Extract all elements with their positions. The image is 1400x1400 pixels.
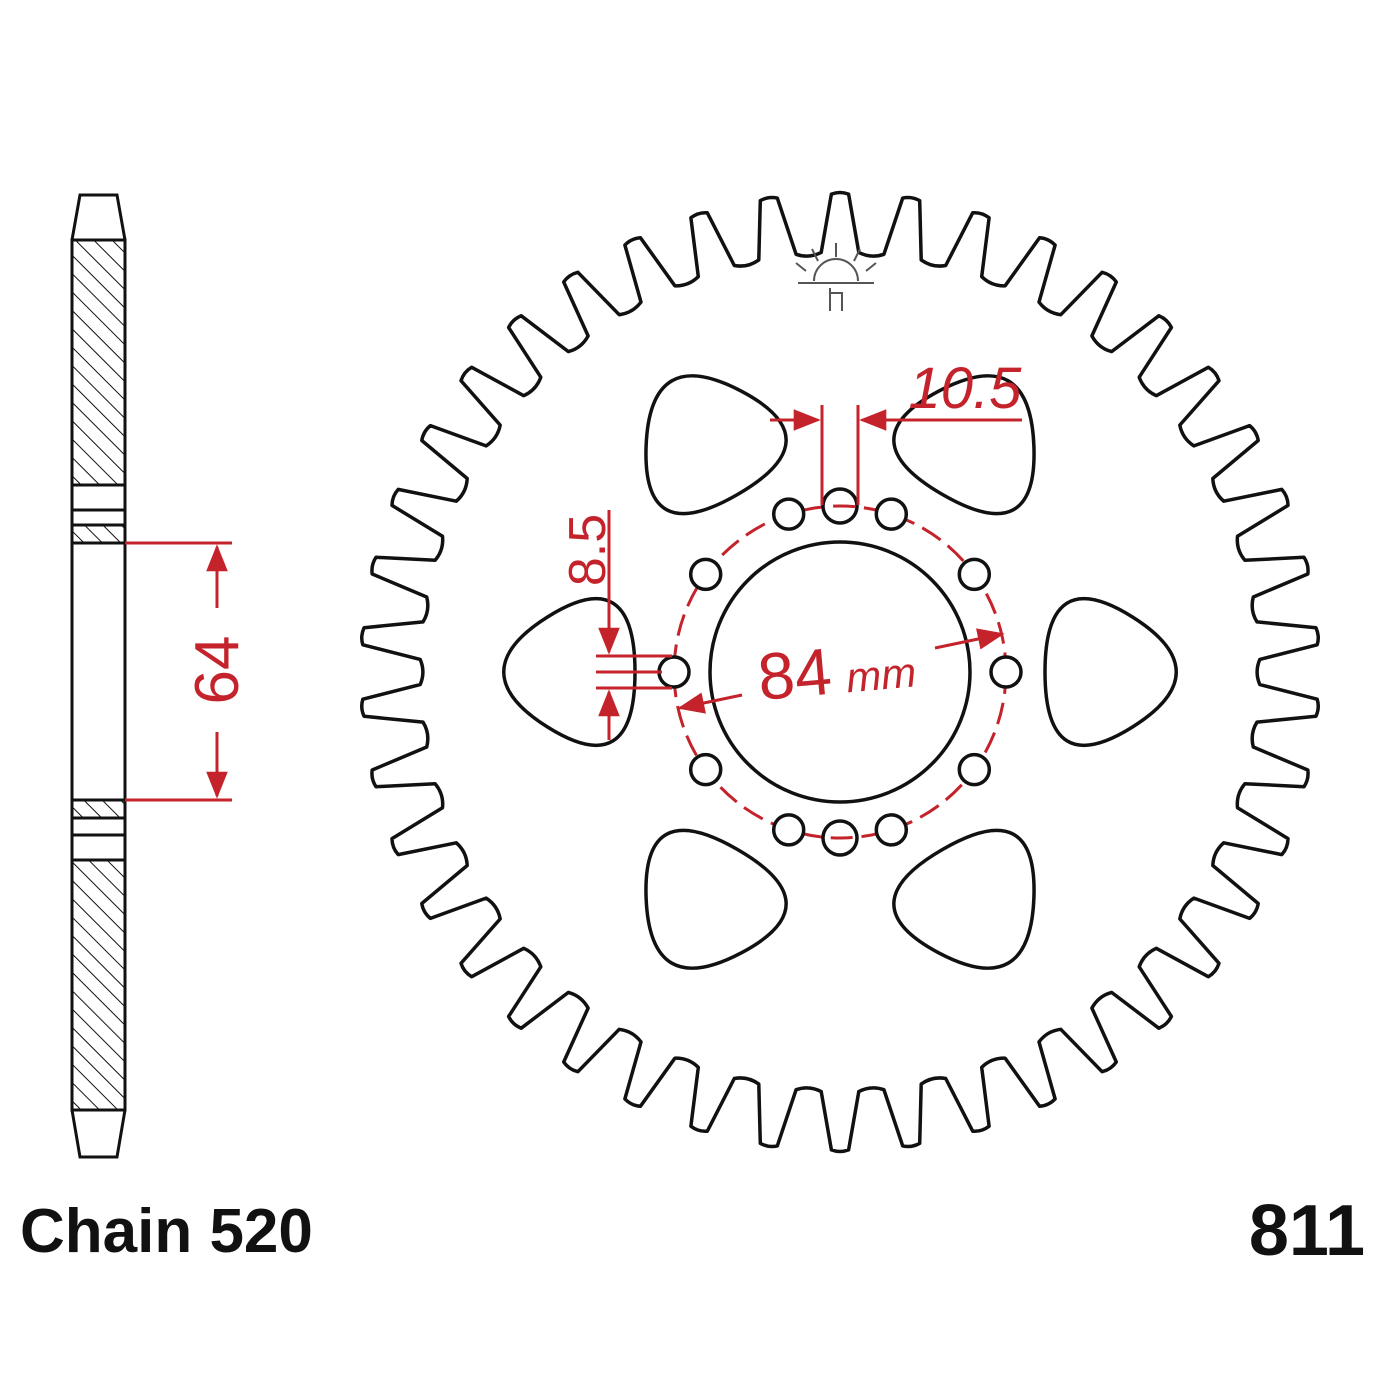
side-view — [70, 193, 127, 1159]
sprocket-outline — [360, 190, 1320, 1154]
dimension-center-hole: 10.5 — [770, 356, 1022, 505]
bolt-circle — [672, 504, 1008, 840]
hub-height-label: 64 — [183, 636, 252, 705]
chain-label: Chain 520 — [20, 1197, 313, 1266]
lightening-window — [644, 374, 788, 516]
bolt-circle-arrow-left — [677, 692, 743, 714]
bolt-hole — [874, 813, 909, 847]
part-number: 811 — [1249, 1191, 1365, 1271]
bolt-hole — [688, 752, 723, 787]
bolt-hole — [771, 813, 806, 847]
bolt-circle-arrow-right — [934, 628, 1005, 650]
bolt-holes — [657, 497, 1023, 847]
bolt-hole — [688, 557, 723, 592]
bolt-hole — [957, 752, 992, 787]
dimension-bolt-hole: 8.5 — [559, 510, 672, 740]
center-hole-bottom — [821, 819, 859, 857]
lightening-window — [502, 597, 637, 747]
lightening-window — [644, 828, 788, 970]
center-hole-label: 10.5 — [909, 356, 1023, 421]
center-hole-top — [821, 487, 859, 525]
bolt-circle-value: 84 — [755, 634, 835, 714]
bolt-hole-label: 8.5 — [559, 514, 617, 586]
lightening-window — [892, 828, 1036, 970]
lightening-window — [1043, 597, 1178, 747]
hatch-lower — [70, 858, 127, 1112]
bolt-hole — [657, 655, 691, 689]
bolt-hole — [989, 655, 1023, 689]
dimension-bolt-circle: 84 mm — [677, 626, 1005, 714]
lightening-windows — [502, 374, 1178, 970]
bolt-circle-unit: mm — [844, 648, 918, 701]
hatch-upper — [70, 238, 127, 487]
lightening-window — [892, 374, 1036, 516]
bolt-hole — [957, 557, 992, 592]
bolt-circle-label: 84 mm — [755, 626, 919, 713]
hatch-hub-top — [70, 523, 127, 545]
bolt-hole — [874, 497, 909, 531]
bolt-hole — [771, 497, 806, 531]
center-bore — [708, 540, 972, 804]
sun-logo-icon — [795, 243, 877, 311]
sprocket-front-view — [360, 190, 1320, 1154]
hatch-hub-bottom — [70, 798, 127, 820]
dimension-hub-height: 64 — [125, 541, 252, 802]
